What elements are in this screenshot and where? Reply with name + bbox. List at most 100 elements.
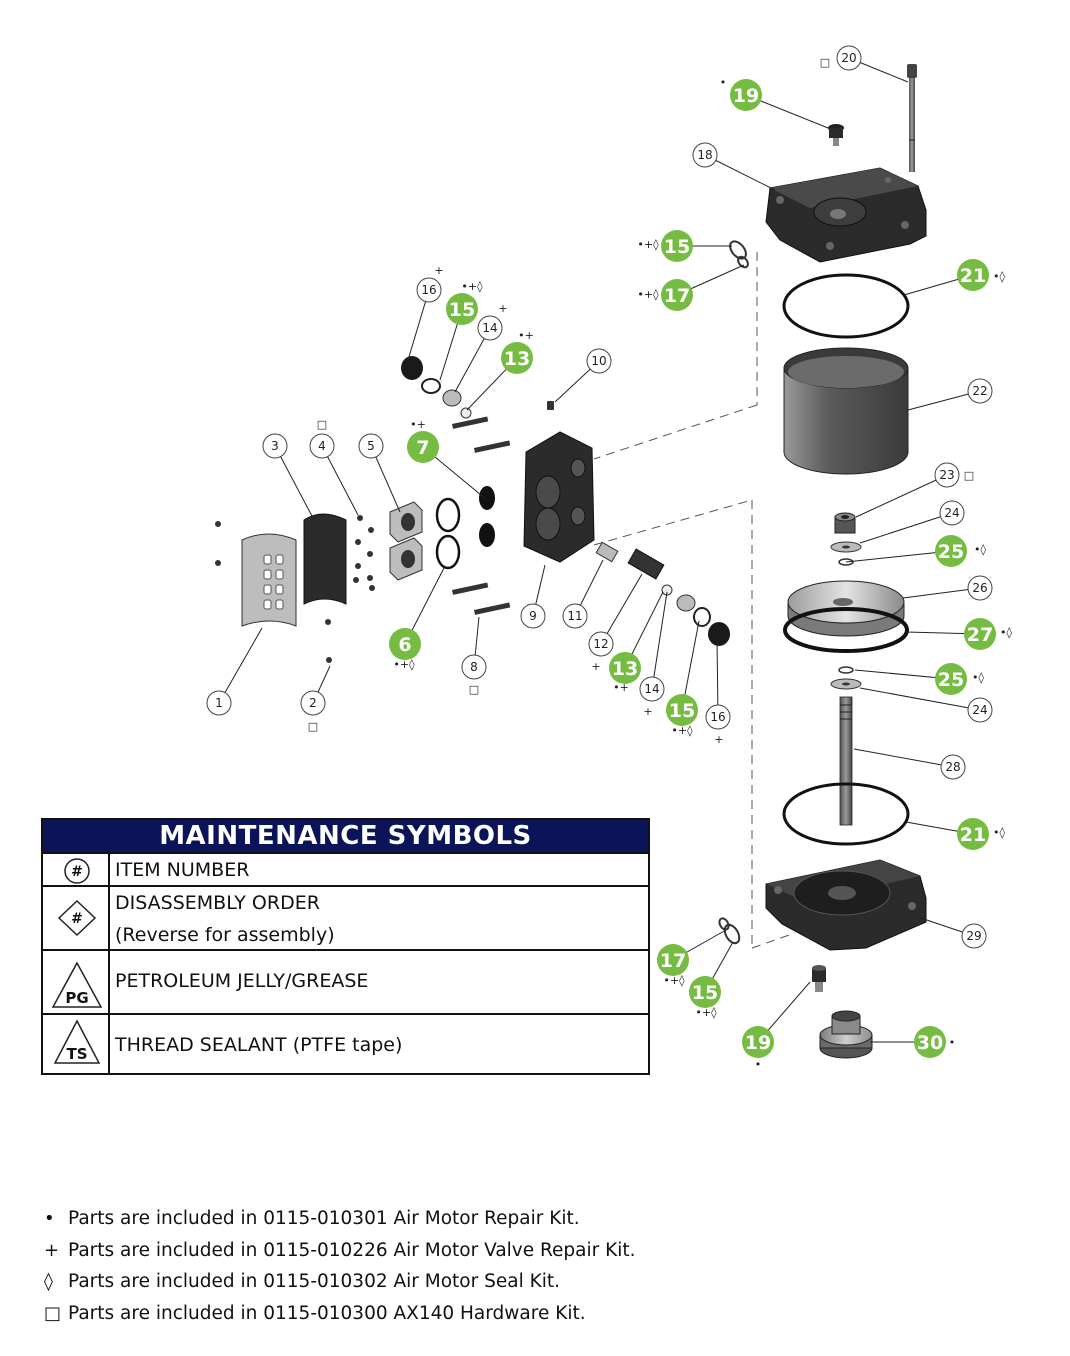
callout-item-green-17: 17•+◊ (657, 944, 689, 987)
leader-line-16 (716, 637, 719, 718)
callout-item-3: 3 (262, 433, 288, 459)
part-muffler-bottom (812, 965, 826, 992)
callout-kit-symbol: •◊ (993, 826, 1005, 839)
kit-notes: •Parts are included in 0115-010301 Air M… (44, 1203, 636, 1329)
callout-item-26: 26 (967, 575, 993, 601)
callout-kit-symbol: + (591, 660, 600, 673)
callout-number: 28 (945, 760, 960, 774)
note-seal-kit: ◊Parts are included in 0115-010302 Air M… (44, 1271, 561, 1292)
part-cover-1 (241, 533, 297, 627)
legend-title: MAINTENANCE SYMBOLS (43, 820, 648, 852)
leader-line-25 (845, 550, 952, 563)
callout-kit-symbol: •+ (613, 681, 629, 694)
part-gasket-3 (303, 513, 347, 605)
callout-item-green-15: 15•+◊ (689, 976, 721, 1019)
callout-number: 15 (669, 700, 695, 722)
callout-number: 26 (972, 581, 987, 595)
callout-item-18: 18 (692, 142, 718, 168)
callout-item-9: 9 (520, 603, 546, 629)
callout-number: 21 (960, 824, 986, 846)
disassembly-order-icon: # (57, 899, 97, 937)
svg-text:PG: PG (65, 989, 88, 1007)
part-valve-plates-5 (389, 501, 423, 581)
leader-line-25 (854, 669, 952, 680)
leader-line-1 (218, 627, 263, 704)
maintenance-symbols-legend: MAINTENANCE SYMBOLS # ITEM NUMBER # DISA… (41, 818, 650, 1075)
part-diaphragms-7 (479, 486, 495, 547)
callout-number: 18 (697, 148, 712, 162)
callout-kit-symbol: •◊ (972, 671, 984, 684)
callout-number: 29 (966, 929, 981, 943)
callout-number: 2 (309, 696, 317, 710)
callout-item-11: 11 (562, 603, 588, 629)
part-nut (834, 512, 856, 534)
callout-item-24: 24 (967, 697, 993, 723)
callout-number: 10 (591, 354, 606, 368)
callout-item-5: 5 (358, 433, 384, 459)
leader-line-24 (859, 512, 953, 544)
leader-line-24 (859, 687, 981, 711)
legend-row-sealant: TS THREAD SEALANT (PTFE tape) (43, 1013, 648, 1073)
callout-kit-symbol: • (949, 1036, 956, 1049)
callout-item-16: 16+ (416, 264, 444, 303)
callout-item-23: 23□ (934, 462, 974, 488)
part-piston-seal (783, 607, 909, 653)
callout-number: 15 (664, 236, 690, 258)
part-piston-rod (839, 696, 853, 826)
note-hardware-kit: □Parts are included in 0115-010300 AX140… (44, 1302, 586, 1324)
callout-item-green-25: 25 •◊ (935, 663, 985, 695)
callout-number: 9 (529, 609, 537, 623)
leader-line-14 (651, 591, 668, 690)
callout-item-10: 10 (586, 348, 612, 374)
callout-kit-symbol: • (720, 76, 727, 89)
callout-kit-symbol: □ (317, 418, 327, 431)
callout-item-1: 1 (206, 690, 232, 716)
part-lower-spool-stack (595, 541, 730, 646)
part-o-ring-small-top (838, 558, 854, 566)
callout-kit-symbol: •+◊ (637, 238, 659, 251)
callout-kit-symbol: □ (820, 56, 830, 69)
callout-number: 15 (449, 299, 475, 321)
callout-kit-symbol: •+ (410, 418, 426, 431)
leader-line-18 (704, 154, 776, 191)
callout-number: 17 (660, 950, 686, 972)
callout-kit-symbol: •◊ (974, 543, 986, 556)
assembly-guide-lines (593, 252, 796, 949)
callout-item-green-30: 30 • (914, 1026, 955, 1058)
callout-number: 16 (421, 283, 436, 297)
callout-item-green-15: 15•+◊ (666, 694, 698, 737)
legend-row-item-number: # ITEM NUMBER (43, 852, 648, 885)
callout-number: 16 (710, 710, 725, 724)
callout-number: 3 (271, 439, 279, 453)
callout-number: 19 (733, 85, 759, 107)
callout-number: 20 (841, 51, 856, 65)
callout-number: 25 (938, 669, 964, 691)
svg-text:#: # (71, 864, 83, 880)
callout-number: 11 (567, 609, 582, 623)
callout-number: 25 (938, 541, 964, 563)
callout-item-green-15: 15•+◊ (446, 280, 483, 325)
callout-item-green-13: 13•+ (501, 329, 534, 374)
legend-sealant-text: THREAD SEALANT (PTFE tape) (115, 1034, 403, 1056)
callout-number: 8 (470, 660, 478, 674)
callout-number: 21 (960, 265, 986, 287)
callout-kit-symbol: •◊ (993, 270, 1005, 283)
callout-item-4: 4□ (309, 418, 335, 459)
callout-item-14: 14+ (639, 676, 665, 718)
part-cylinder (783, 347, 909, 475)
callout-number: 14 (482, 321, 497, 335)
callout-kit-symbol: •+◊ (695, 1006, 717, 1019)
callout-number: 1 (215, 696, 223, 710)
callout-kit-symbol: •◊ (1000, 626, 1012, 639)
legend-disassembly-subtext: (Reverse for assembly) (115, 924, 335, 946)
callout-kit-symbol: + (498, 302, 507, 315)
callout-kit-symbol: • (755, 1058, 762, 1071)
callout-item-16: 16+ (705, 704, 731, 746)
part-pins-lower (718, 917, 741, 945)
callout-item-green-19: 19• (742, 1026, 774, 1071)
callout-number: 30 (917, 1032, 943, 1054)
legend-item-number-text: ITEM NUMBER (115, 859, 250, 881)
part-top-cap (765, 167, 927, 263)
callout-number: 13 (504, 348, 530, 370)
